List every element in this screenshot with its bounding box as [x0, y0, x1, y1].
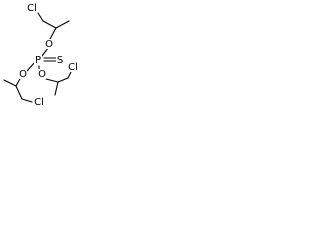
atom-o-left: O: [19, 69, 27, 80]
atom-p: P: [35, 55, 41, 66]
atom-s: S: [57, 55, 63, 66]
bond-cl-top-ch2: [37, 12, 44, 22]
atom-o-right: O: [38, 69, 46, 80]
bond-ch2-cl-left: [21, 98, 33, 103]
atom-cl-top: Cl: [27, 3, 37, 14]
atom-layer: Cl O P S O O Cl Cl: [19, 2, 79, 108]
bond-ch-methyl-right: [54, 81, 59, 96]
bond-layer: [3, 12, 73, 103]
bond-ch-ch2-left: [15, 85, 23, 100]
bond-ch-methyl-top: [55, 20, 70, 29]
atom-cl-right: Cl: [68, 62, 78, 73]
bond-p-o-left: [26, 61, 36, 72]
bond-ch-o-top: [49, 27, 57, 40]
bond-ch2-ch-top: [42, 20, 57, 29]
structural-formula: Cl O P S O O Cl Cl: [3, 2, 79, 108]
bond-ch-methyl-left: [3, 79, 17, 87]
atom-cl-left: Cl: [34, 97, 44, 108]
bond-ch-ch2-right: [57, 77, 69, 83]
bond-o-right-ch: [45, 78, 59, 83]
bond-o-top-p: [41, 47, 49, 57]
atom-o-top: O: [45, 39, 53, 50]
